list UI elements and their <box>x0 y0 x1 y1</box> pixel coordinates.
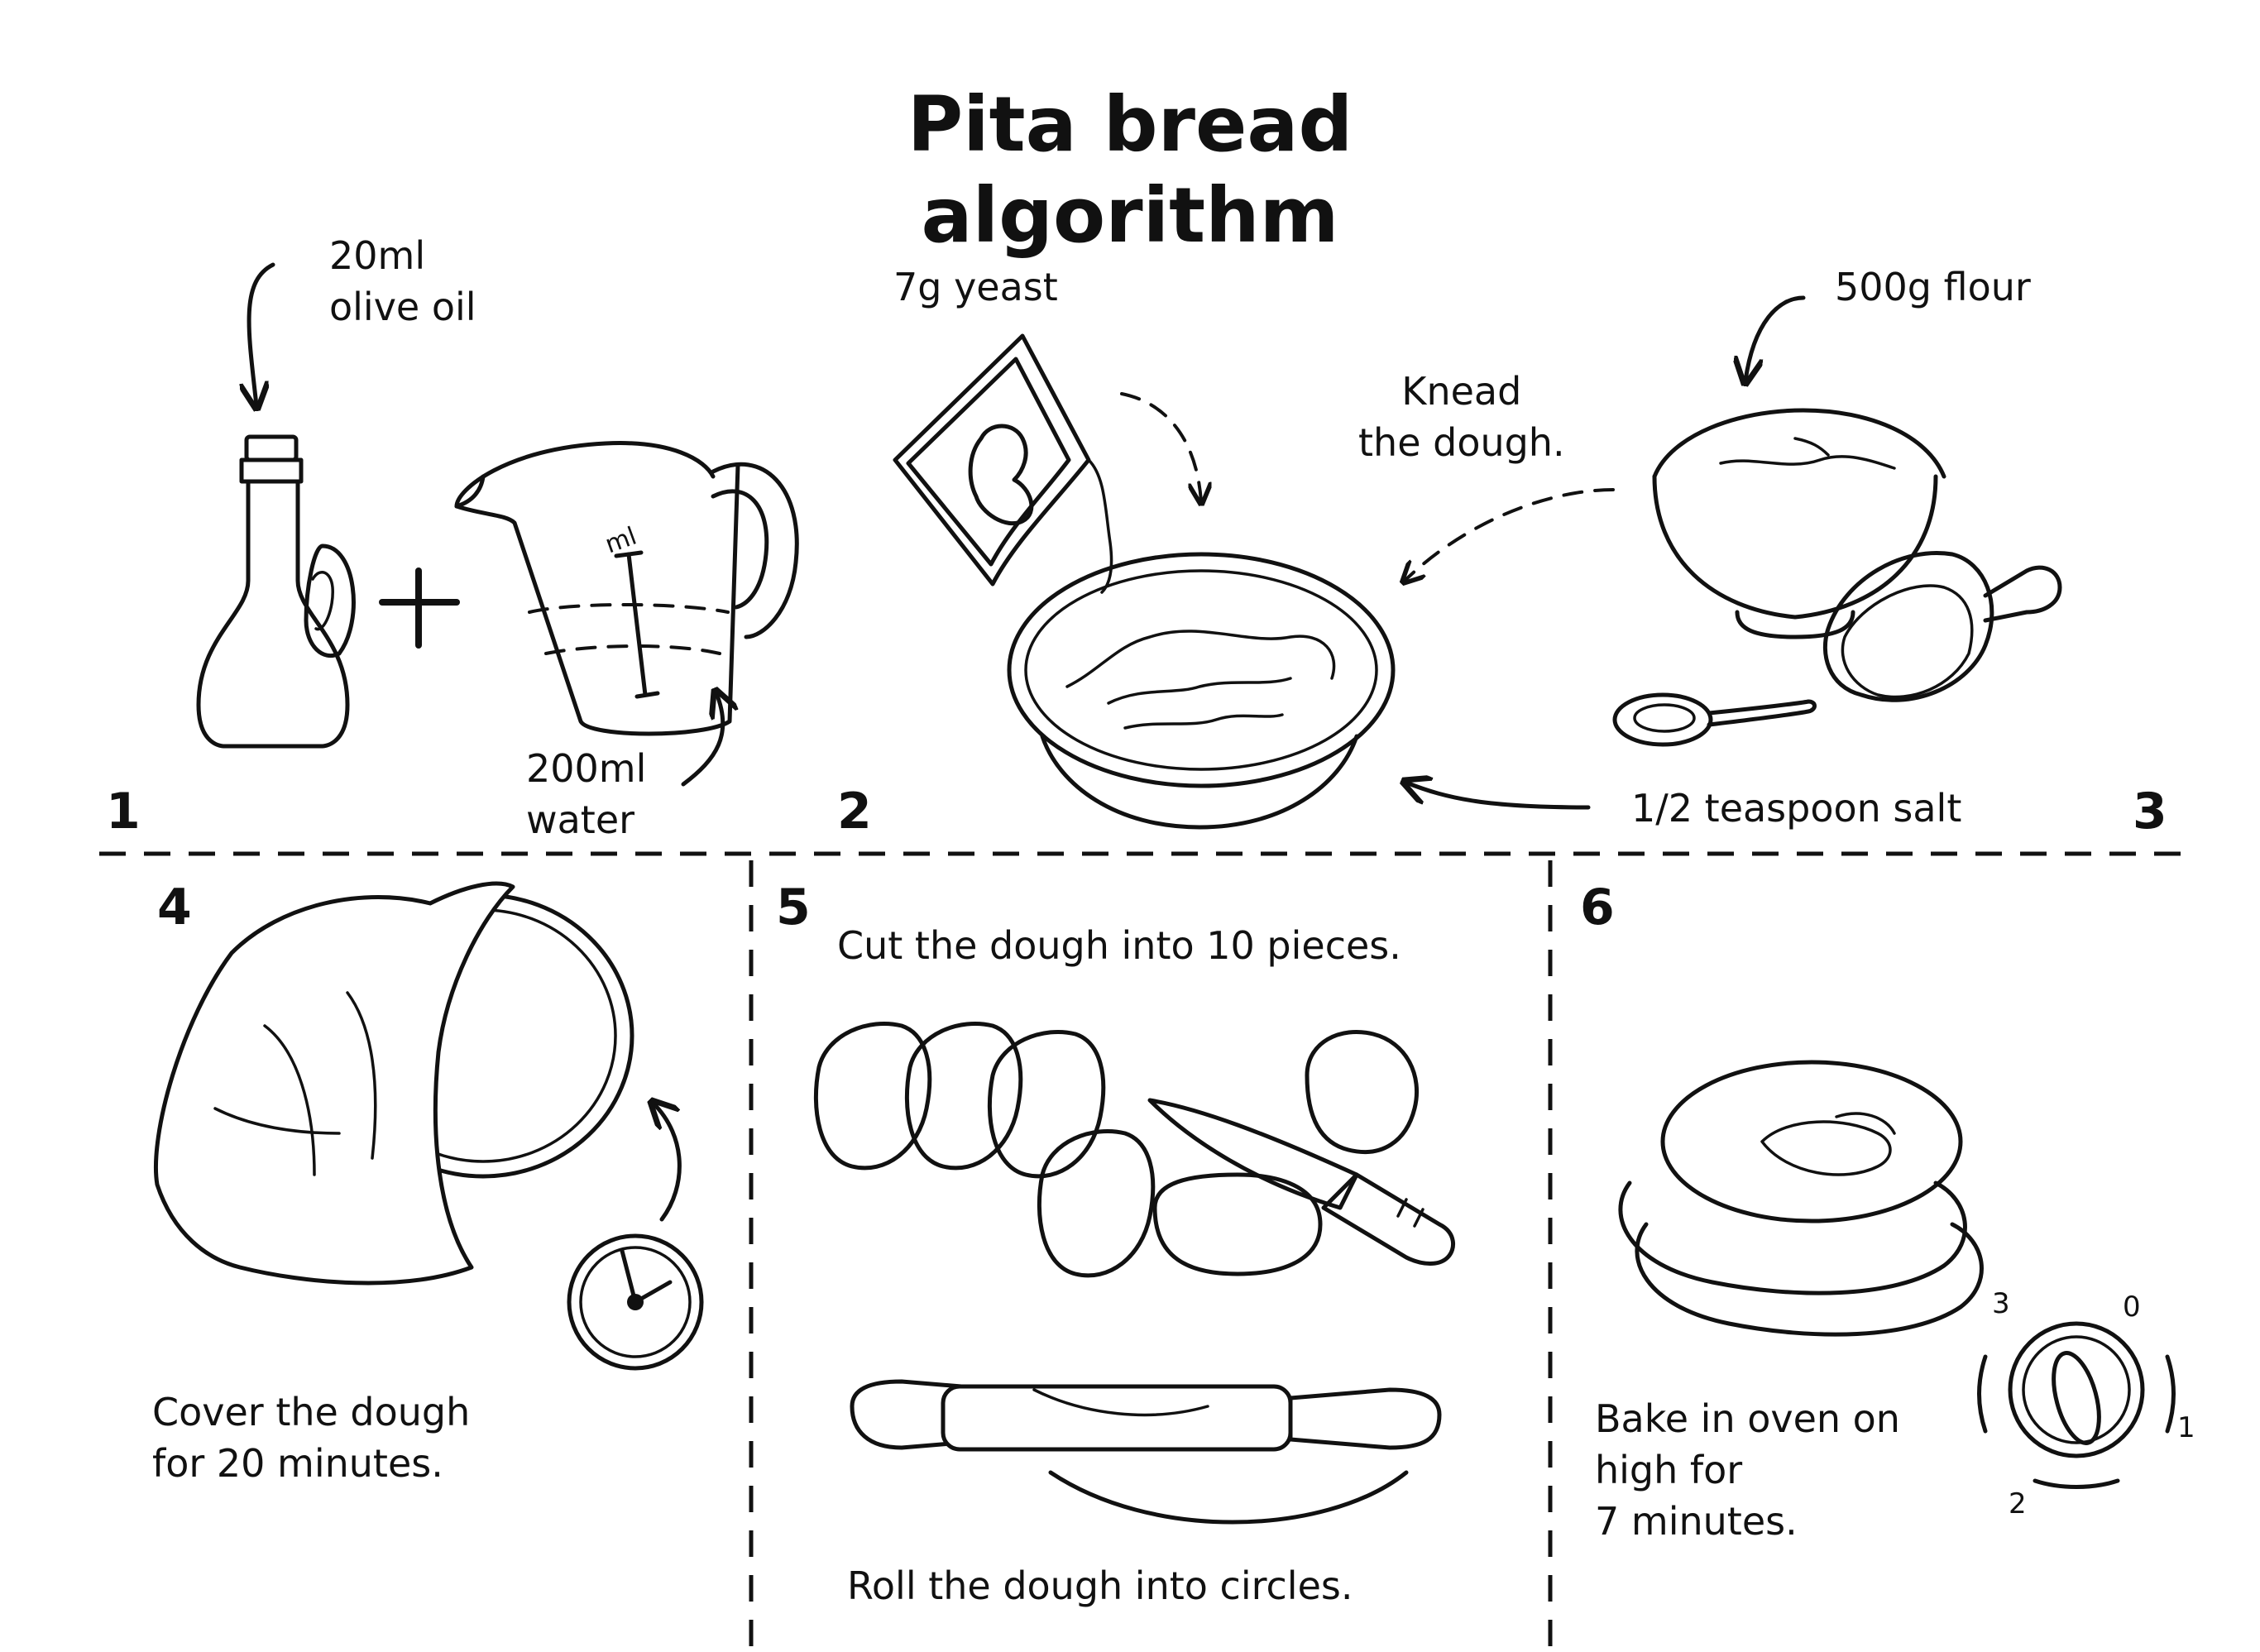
water-label: 200ml water <box>526 746 647 842</box>
measuring-jug-icon <box>454 441 799 736</box>
step-number-4: 4 <box>157 879 192 936</box>
oil-arrow <box>249 262 275 405</box>
oven-dial-icon <box>1977 1321 2176 1489</box>
yeast-arrow <box>1120 392 1201 501</box>
knife-icon <box>1147 1098 1456 1266</box>
salt-label: 1/2 teaspoon salt <box>1631 786 1962 831</box>
flour-arrow <box>1745 295 1806 381</box>
flour-label: 500g flour <box>1835 265 2031 309</box>
step-number-2: 2 <box>837 783 872 840</box>
yeast-packet-icon <box>893 333 1113 594</box>
plus-icon <box>379 567 460 649</box>
step-number-1: 1 <box>106 783 141 840</box>
page-title: Pita bread algorithm <box>907 80 1353 260</box>
covered-bowl-icon <box>153 881 634 1286</box>
step-5-instruction-cut: Cut the dough into 10 pieces. <box>837 923 1401 968</box>
step-number-6: 6 <box>1580 879 1615 936</box>
timer-arrow <box>654 1104 682 1222</box>
salt-spoon-icon <box>1612 692 1817 747</box>
step-5-instruction-roll: Roll the dough into circles. <box>847 1563 1353 1608</box>
timer-icon <box>567 1233 704 1371</box>
dough-pieces-icon <box>813 1021 1420 1278</box>
step-number-3: 3 <box>2133 783 2167 840</box>
rolling-pin-icon <box>850 1379 1442 1525</box>
salt-arrow <box>1406 783 1591 810</box>
step-number-5: 5 <box>776 879 811 936</box>
oven-dial-mark-1: 1 <box>2177 1411 2195 1444</box>
step-4-instruction: Cover the dough for 20 minutes. <box>152 1390 471 1486</box>
flour-scoop-icon <box>1822 551 2062 702</box>
oven-dial-mark-2: 2 <box>2009 1487 2027 1520</box>
step-6-instruction: Bake in oven on high for 7 minutes. <box>1595 1396 1900 1544</box>
panel-dividers <box>99 851 2184 1646</box>
water-arrow <box>681 693 723 787</box>
knead-label: Knead the dough. <box>1358 369 1565 465</box>
oven-dial-mark-0: 0 <box>2123 1290 2141 1324</box>
olive-oil-label: 20ml olive oil <box>329 233 476 329</box>
oven-dial-mark-3: 3 <box>1992 1287 2010 1320</box>
yeast-label: 7g yeast <box>893 265 1058 309</box>
knead-arrow <box>1405 488 1615 581</box>
flour-bowl-icon <box>1652 408 1946 639</box>
olive-oil-bottle-icon <box>196 434 356 749</box>
pita-stack-icon <box>1618 1060 1984 1337</box>
mixing-bowl-icon <box>1007 552 1396 830</box>
